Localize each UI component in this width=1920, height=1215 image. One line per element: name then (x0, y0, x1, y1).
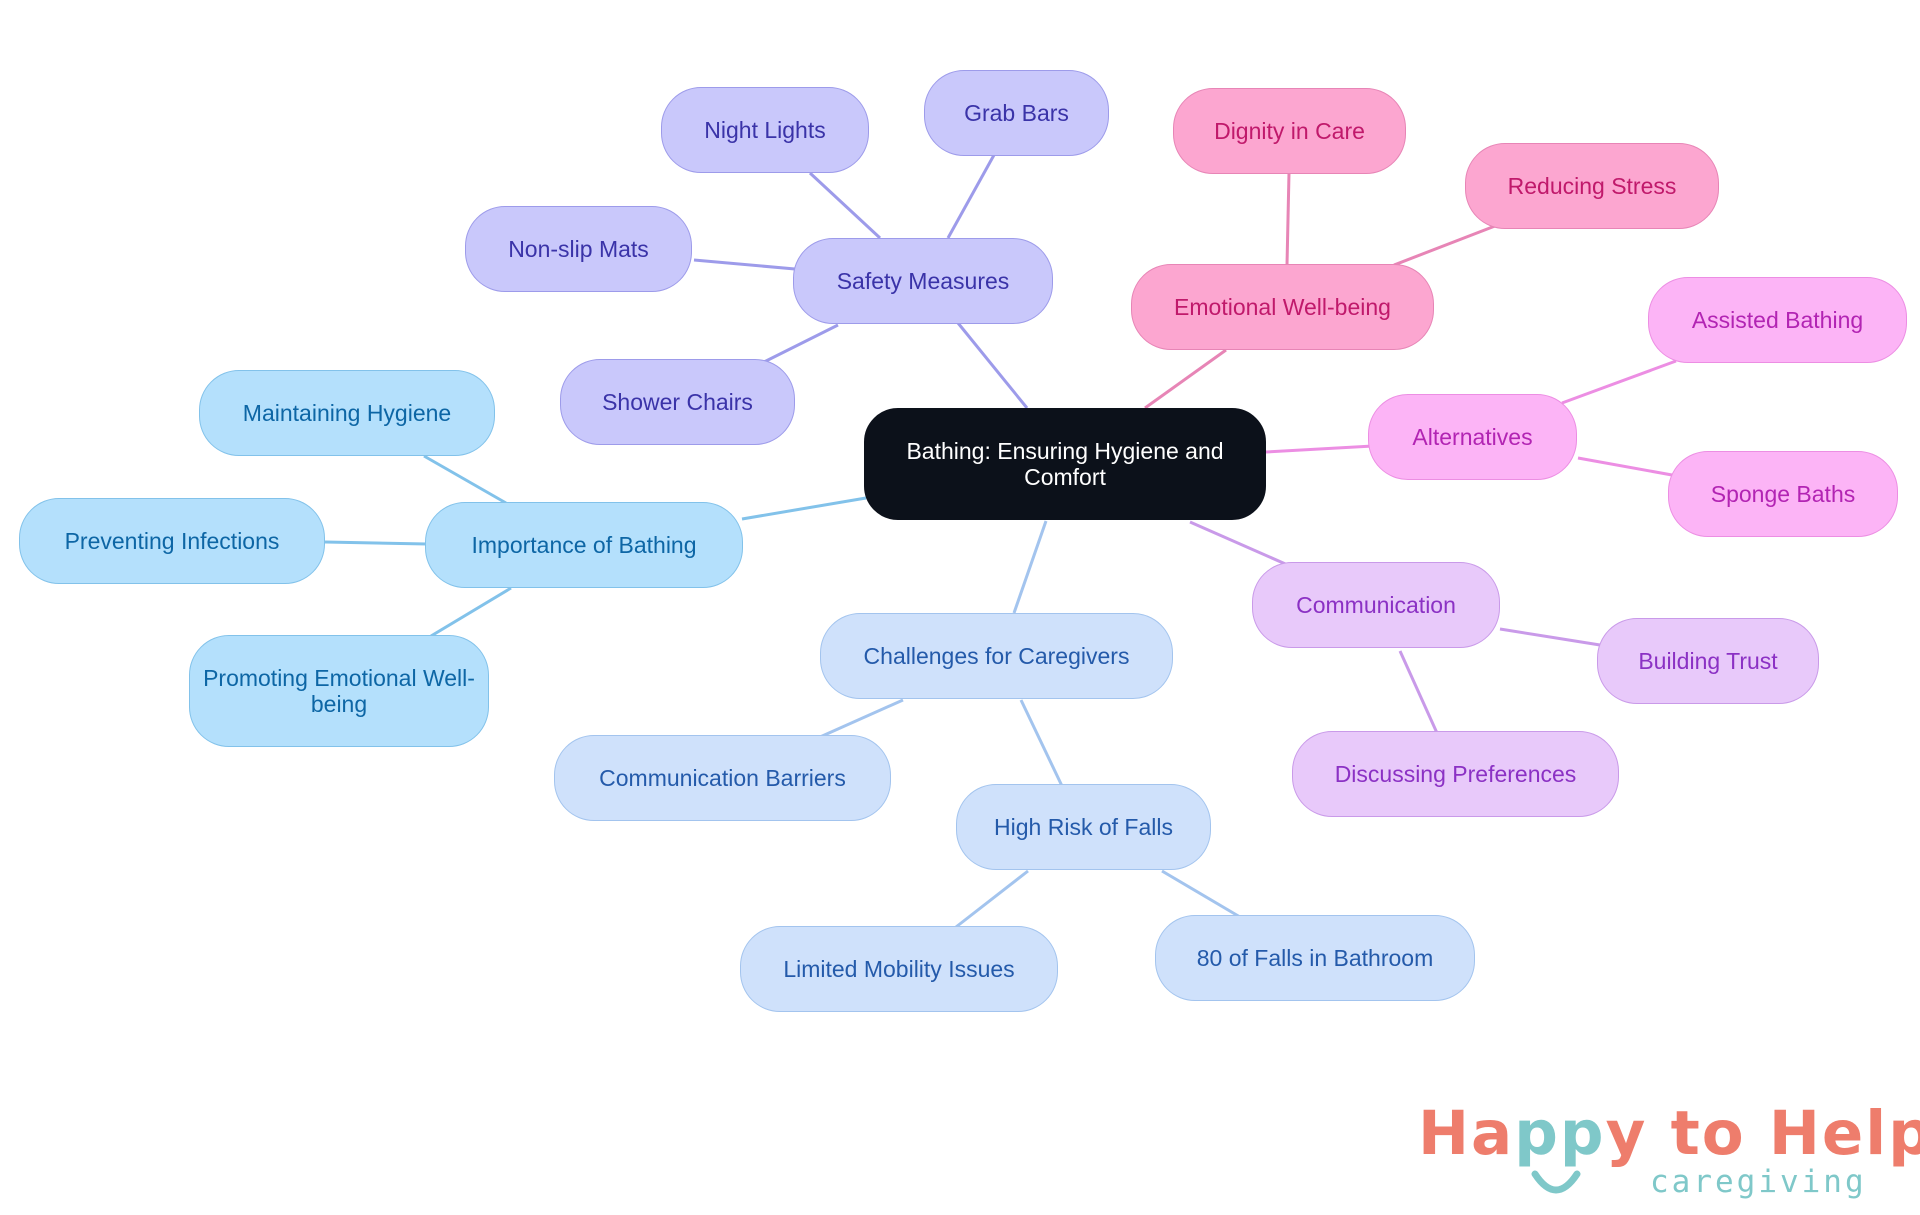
node-alternatives[interactable]: Alternatives (1368, 394, 1577, 480)
node-non-slip-mats[interactable]: Non-slip Mats (465, 206, 692, 292)
node-label: Discussing Preferences (1334, 761, 1577, 787)
node-dignity-in-care[interactable]: Dignity in Care (1173, 88, 1406, 174)
node-label: Building Trust (1638, 648, 1778, 674)
node-discussing-preferences[interactable]: Discussing Preferences (1292, 731, 1619, 817)
node-label: Safety Measures (836, 268, 1010, 294)
root-label: Bathing: Ensuring Hygiene and Comfort (906, 438, 1224, 490)
node-label: Communication Barriers (599, 765, 846, 791)
node-label: Maintaining Hygiene (242, 400, 452, 426)
node-communication-barriers[interactable]: Communication Barriers (554, 735, 891, 821)
edge-chal-barriers (819, 698, 904, 739)
node-high-risk-of-falls[interactable]: High Risk of Falls (956, 784, 1211, 870)
node-label: Dignity in Care (1214, 118, 1365, 144)
node-maintaining-hygiene[interactable]: Maintaining Hygiene (199, 370, 495, 456)
node-label: Night Lights (704, 117, 826, 143)
edge-imp-infections (324, 540, 428, 546)
edge-root-alternatives (1265, 444, 1374, 454)
node-label: Assisted Bathing (1691, 307, 1864, 333)
node-label: Emotional Well-being (1174, 294, 1391, 320)
edge-root-emotional (1144, 348, 1227, 410)
node-grab-bars[interactable]: Grab Bars (924, 70, 1109, 156)
node-preventing-infections[interactable]: Preventing Infections (19, 498, 325, 584)
node-shower-chairs[interactable]: Shower Chairs (560, 359, 795, 445)
node-safety-measures[interactable]: Safety Measures (793, 238, 1053, 324)
node-limited-mobility-issues[interactable]: Limited Mobility Issues (740, 926, 1058, 1012)
node-label: Reducing Stress (1507, 173, 1677, 199)
node-label: Grab Bars (964, 100, 1069, 126)
logo-brand-text: Happy to Help (1418, 1098, 1920, 1169)
node-importance-of-bathing[interactable]: Importance of Bathing (425, 502, 743, 588)
node-label: Preventing Infections (64, 528, 280, 554)
node-label: Shower Chairs (602, 389, 753, 415)
edge-root-challenges (1012, 520, 1048, 614)
node-reducing-stress[interactable]: Reducing Stress (1465, 143, 1719, 229)
node-emotional-well-being[interactable]: Emotional Well-being (1131, 264, 1434, 350)
node-label: Alternatives (1412, 424, 1533, 450)
node-80-of-falls-in-bathroom[interactable]: 80 of Falls in Bathroom (1155, 915, 1475, 1001)
edge-emo-dignity (1285, 172, 1291, 266)
node-label: Promoting Emotional Well-being (203, 665, 475, 717)
node-label: Importance of Bathing (471, 532, 697, 558)
edge-root-importance (741, 496, 867, 521)
node-building-trust[interactable]: Building Trust (1597, 618, 1819, 704)
edge-root-safety (956, 322, 1029, 409)
edge-imp-emotional (430, 586, 512, 638)
edge-chal-falls (1019, 699, 1064, 787)
edge-comm-trust (1499, 627, 1601, 647)
edge-alt-assisted (1561, 359, 1677, 405)
edge-falls-80 (1161, 869, 1241, 919)
edge-comm-prefs (1398, 650, 1439, 734)
node-label: Challenges for Caregivers (863, 643, 1130, 669)
edge-safety-nightlights (808, 171, 882, 240)
edge-imp-hygiene (423, 454, 507, 505)
node-sponge-baths[interactable]: Sponge Baths (1668, 451, 1898, 537)
edge-safety-nonslip (693, 258, 796, 271)
edge-safety-showerchairs (763, 323, 839, 364)
node-label: Communication (1296, 592, 1456, 618)
edge-falls-mobility (955, 869, 1029, 929)
edge-safety-grabbars (946, 154, 996, 239)
node-assisted-bathing[interactable]: Assisted Bathing (1648, 277, 1907, 363)
happy-to-help-logo: Happy to Help caregiving (1418, 1098, 1920, 1208)
node-label: 80 of Falls in Bathroom (1196, 945, 1434, 971)
node-label: Non-slip Mats (508, 236, 649, 262)
node-label: Limited Mobility Issues (783, 956, 1015, 982)
node-challenges-for-caregivers[interactable]: Challenges for Caregivers (820, 613, 1173, 699)
root-node[interactable]: Bathing: Ensuring Hygiene and Comfort (864, 408, 1266, 520)
logo-subtitle: caregiving (1650, 1164, 1867, 1200)
smile-icon (1531, 1170, 1581, 1194)
edge-alt-sponge (1577, 456, 1673, 477)
node-communication[interactable]: Communication (1252, 562, 1500, 648)
node-label: Sponge Baths (1710, 481, 1856, 507)
node-promoting-emotional-well-being[interactable]: Promoting Emotional Well-being (189, 635, 489, 747)
node-night-lights[interactable]: Night Lights (661, 87, 869, 173)
edge-root-communication (1189, 520, 1291, 568)
edge-emo-stress (1393, 224, 1496, 267)
node-label: High Risk of Falls (994, 814, 1173, 840)
